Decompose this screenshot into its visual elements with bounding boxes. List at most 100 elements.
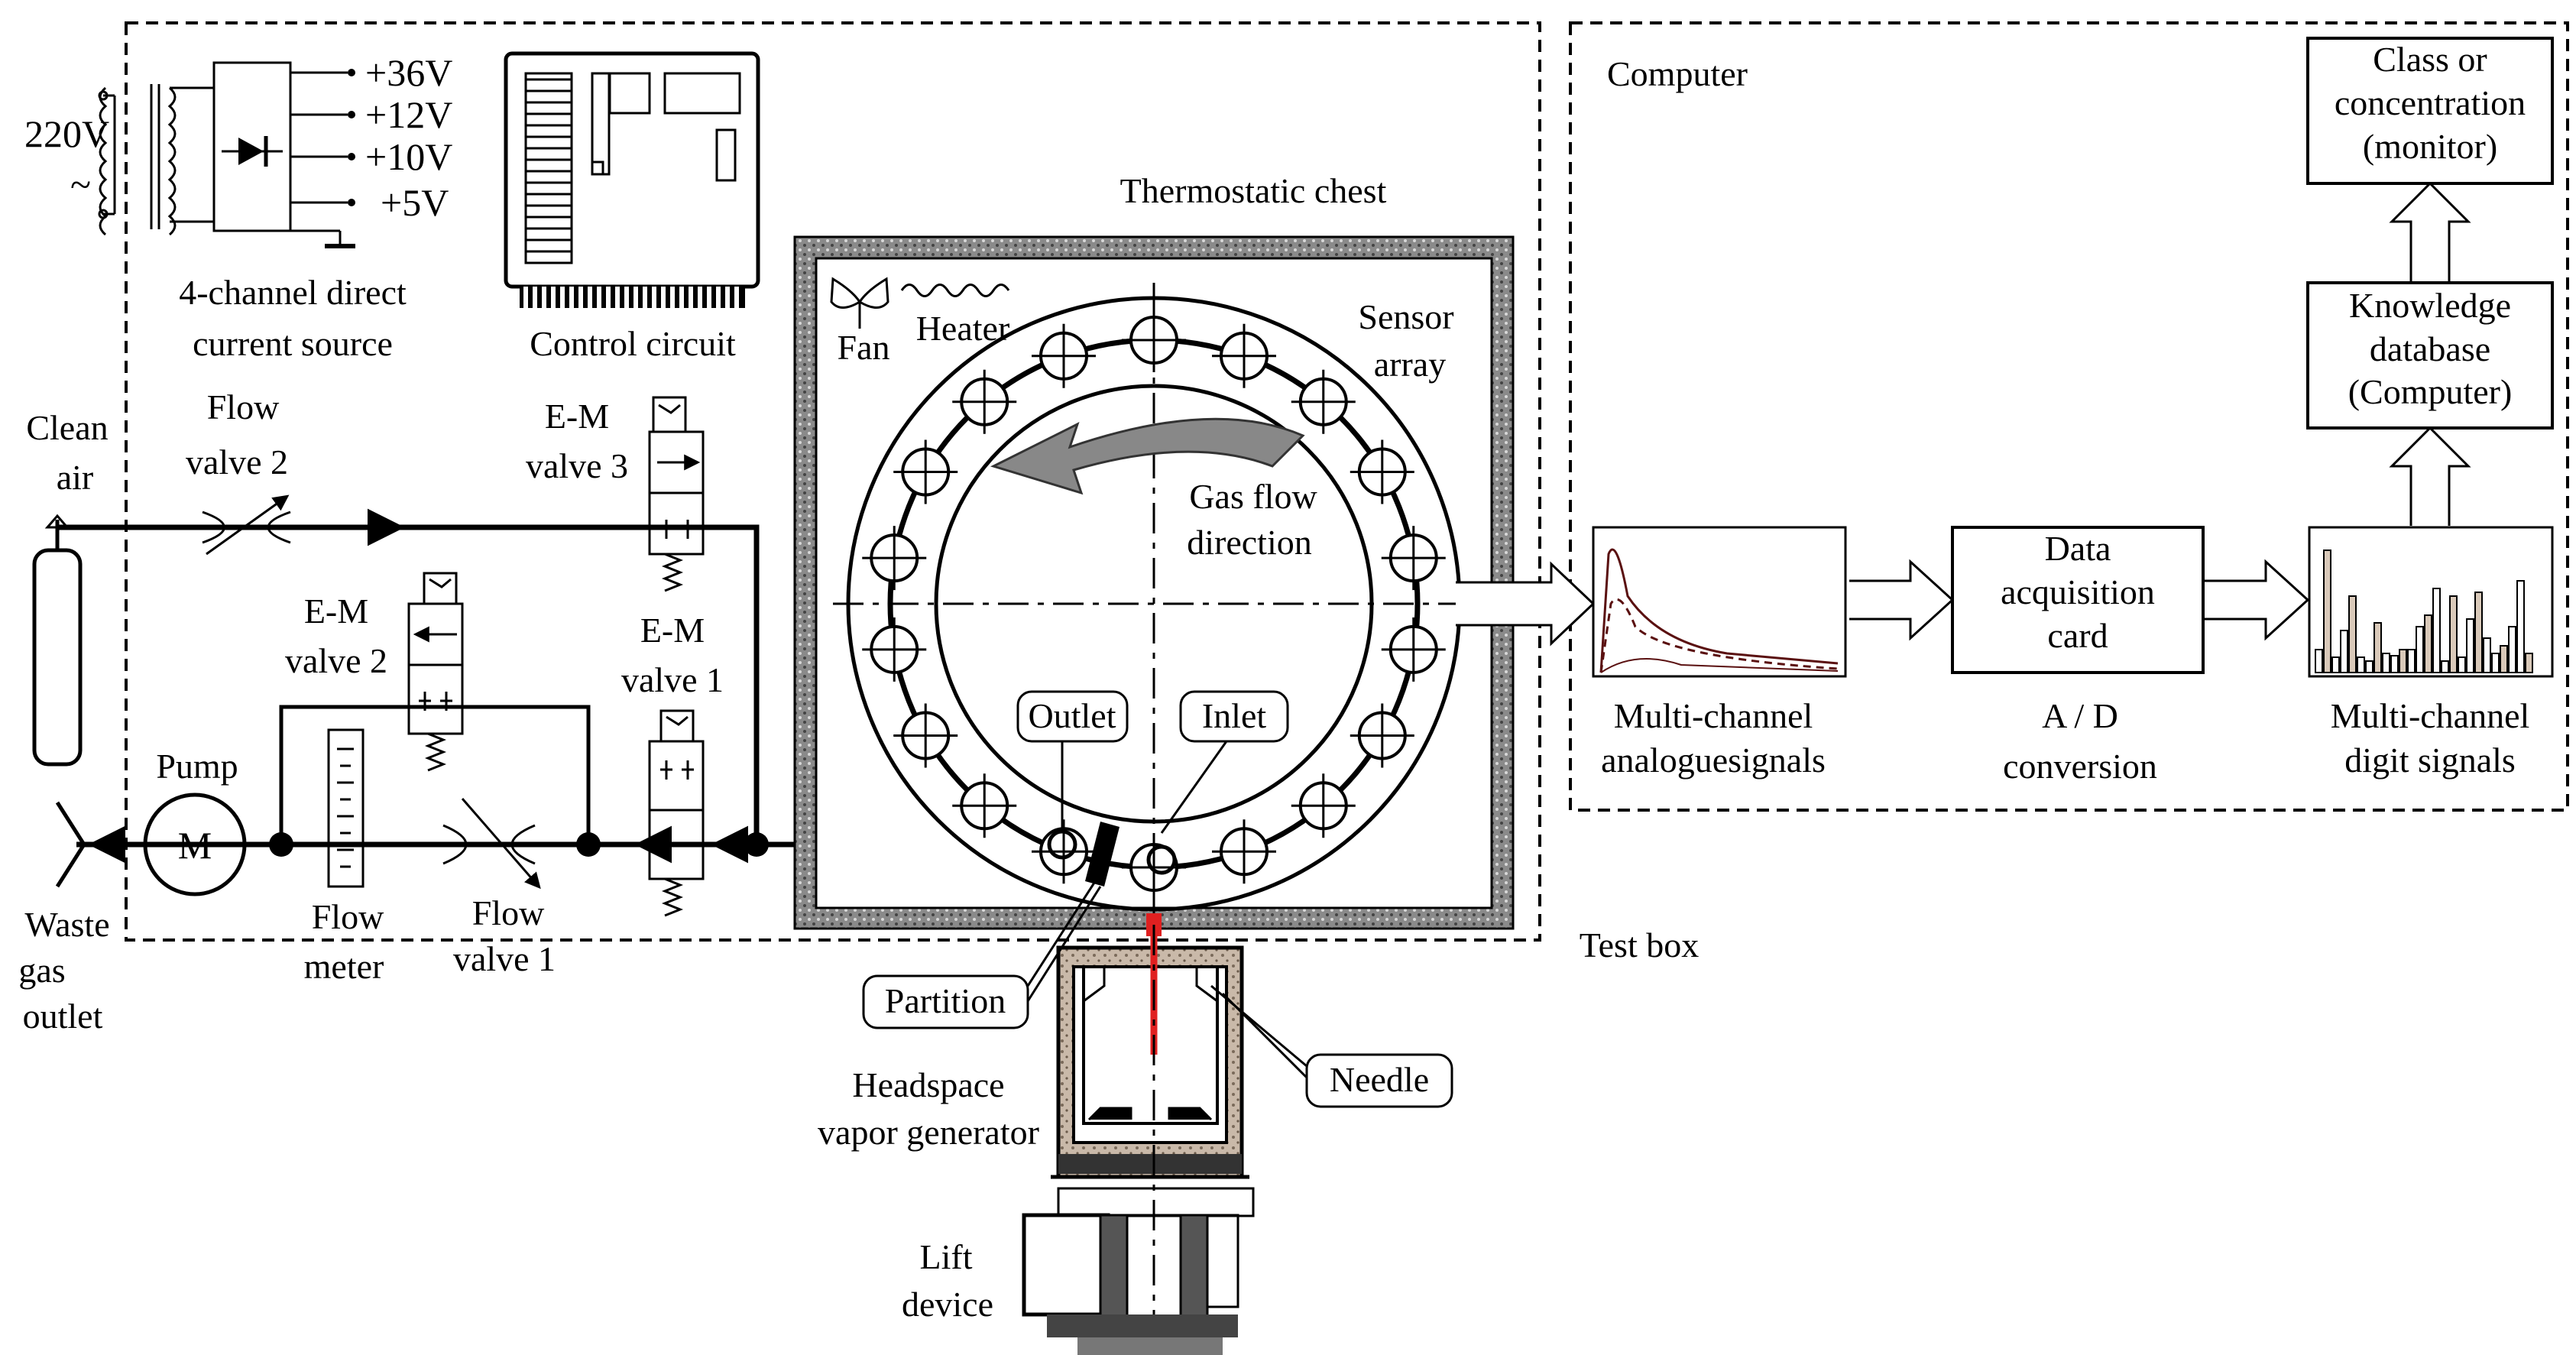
connector-pin [569,287,574,308]
digit-signal-bar [2508,626,2516,673]
connector-pin [716,287,721,308]
connector-pin [679,287,684,308]
lift-device-label-1: Lift [920,1237,973,1276]
digit-signal-bar [2357,656,2365,673]
power-output-10v: +10V [365,135,452,178]
digit-signal-bar [2424,614,2432,673]
em-valve-3-label-1: E-M [545,397,609,436]
sensor-array-label-1: Sensor [1358,297,1453,336]
partition-label: Partition [885,981,1006,1020]
digit-signal-bar [2466,618,2474,673]
knowledge-db-box [2306,281,2554,430]
digit-signal-bar [2525,653,2533,673]
inlet-port [1146,844,1177,875]
waste-gas-outlet [55,801,86,888]
needle-label: Needle [1330,1060,1429,1099]
signal-arrow-5 [2389,181,2471,281]
signal-arrow-4 [2389,426,2471,526]
pump-label: Pump [156,747,238,786]
digit-signal-bar [2382,653,2390,673]
digit-signals-plot [2308,526,2554,678]
control-circuit-board [504,51,760,308]
power-output-36v: +36V [365,51,452,94]
em-valve-2-label-1: E-M [304,592,368,630]
daq-label-3: card [2047,616,2108,655]
flow-meter-label-1: Flow [312,897,384,936]
class-label-2: concentration [2335,83,2526,122]
control-circuit-label: Control circuit [530,324,736,363]
fan-label: Fan [838,328,890,367]
connector-pin [578,287,583,308]
flow-valve-1-label-1: Flow [472,893,545,932]
digit-signal-bar [2441,660,2449,673]
connector-pin [551,287,556,308]
digit-signal-bar [2348,595,2357,673]
heater-icon [900,284,1010,297]
digit-signal-bar [2449,595,2458,673]
digit-signal-bar [2407,649,2416,673]
connector-pin [588,287,592,308]
digit-signal-bar [2416,626,2424,673]
analog-label-2: analoguesignals [1601,741,1826,780]
clean-air-label-1: Clean [26,408,108,447]
partition [1085,822,1120,887]
bypass-line [279,705,591,844]
flow-valve-1-label-2: valve 1 [453,939,556,978]
analog-signals-plot [1592,526,1847,678]
sensor-array-label-2: array [1374,345,1446,384]
em-valve-2-label-2: valve 2 [285,641,387,680]
em-valve-1-label-1: E-M [640,611,705,650]
outlet-label: Outlet [1029,696,1116,735]
flow-valve-2-label-2: valve 2 [186,442,288,481]
inlet-label: Inlet [1202,696,1267,735]
daq-label-1: Data [2045,529,2111,568]
digit-signal-bar [2373,622,2382,673]
connector-pin [523,287,528,308]
power-input-label: 220V [24,112,109,155]
lift-device [1022,1187,1255,1355]
gas-flow-direction-arrow [990,417,1305,495]
digit-signal-bar [2458,656,2466,673]
em-valve-1-label-2: valve 1 [621,660,724,699]
digit-signal-bar [2399,649,2407,673]
connector-pin [734,287,739,308]
connector-pin [533,287,537,308]
flow-meter-label-2: meter [304,947,384,986]
lift-device-label-2: device [902,1285,993,1324]
signal-arrow-2 [1849,559,1955,641]
digit-label-1: Multi-channel [2331,696,2530,735]
digit-signal-bar [2432,588,2441,673]
clean-air-label-2: air [57,458,94,497]
connector-pin [689,287,693,308]
flow-valve-2-label-1: Flow [207,387,280,426]
sensor-array [833,283,1475,925]
ad-label-1: A / D [2042,696,2118,735]
digit-signal-bar [2390,655,2399,673]
digit-signal-bar [2500,645,2508,673]
gas-flow-label-1: Gas flow [1189,477,1317,516]
connector-pin [615,287,620,308]
em-valve-3-label-2: valve 3 [526,446,628,485]
power-output-12v: +12V [365,93,452,136]
outlet-port [1047,829,1077,860]
analog-label-1: Multi-channel [1614,696,1813,735]
test-box-label: Test box [1580,925,1700,964]
digit-signal-bar [2315,649,2323,673]
connector-pin [707,287,711,308]
waste-label-1: Waste [24,905,109,944]
computer-boundary [1569,21,2569,812]
headspace-label-2: vapor generator [818,1113,1039,1152]
outlet-callout [1016,690,1129,743]
needle-callout [1305,1053,1453,1108]
ad-label-2: conversion [2003,747,2157,786]
power-source-label-2: current source [193,324,393,363]
digit-signal-bar [2331,656,2340,673]
dc-power-source [98,61,355,248]
signal-arrow-3 [2205,559,2310,641]
class-label-3: (monitor) [2363,127,2497,166]
computer-title: Computer [1607,54,1748,93]
connector-pin [542,287,546,308]
daq-card-box [1951,526,2205,674]
kb-label-2: database [2370,329,2490,368]
